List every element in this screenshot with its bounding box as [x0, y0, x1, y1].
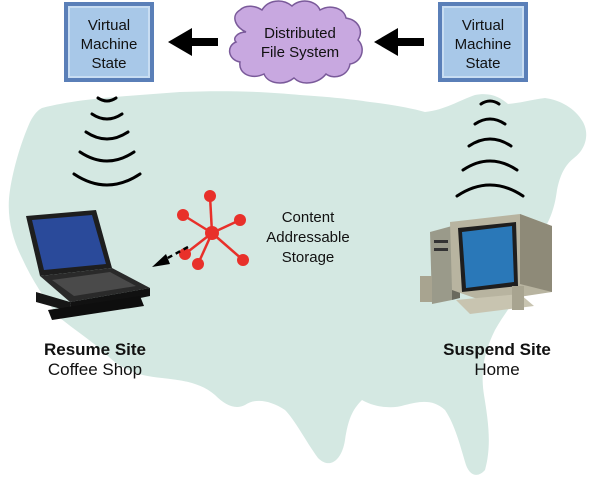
vm-state-left-label: Virtual Machine State — [68, 16, 150, 73]
cas-line3: Storage — [281, 249, 335, 266]
cas-node — [237, 254, 249, 266]
cas-node — [192, 258, 204, 270]
resume-site-name: Resume Site — [43, 340, 147, 359]
dfs-cloud — [228, 0, 363, 84]
dashed-arrow — [152, 245, 189, 267]
laptop-icon — [26, 210, 150, 320]
vm-right-line1: Virtual — [461, 17, 505, 34]
cas-label: Content Addressable Storage — [252, 208, 364, 268]
map-shape — [8, 91, 587, 475]
cas-node — [234, 214, 246, 226]
vm-right-line2: Machine — [454, 36, 512, 53]
cas-graph — [177, 190, 249, 270]
signal-waves-right — [455, 99, 525, 198]
vm-state-left-box: Virtual Machine State — [64, 2, 154, 82]
vm-left-line1: Virtual — [87, 17, 131, 34]
suspend-site-name: Suspend Site — [443, 340, 551, 359]
suspend-site-label: Suspend Site Home — [412, 340, 582, 380]
cas-line2: Addressable — [266, 229, 350, 246]
vm-left-line3: State — [91, 55, 127, 72]
cas-line1: Content — [281, 209, 335, 226]
cas-node-center — [205, 226, 219, 240]
vm-right-line3: State — [465, 55, 501, 72]
cas-node — [177, 209, 189, 221]
dfs-line2: File System — [260, 44, 340, 61]
vm-state-right-box: Virtual Machine State — [438, 2, 528, 82]
vm-left-line2: Machine — [80, 36, 138, 53]
suspend-site-location: Home — [474, 360, 520, 379]
signal-waves-left — [72, 96, 142, 187]
desktop-computer-icon — [420, 214, 552, 314]
resume-site-location: Coffee Shop — [47, 360, 143, 379]
resume-site-label: Resume Site Coffee Shop — [10, 340, 180, 380]
dfs-line1: Distributed — [264, 25, 336, 42]
arrow-right — [374, 28, 424, 56]
arrow-left — [168, 28, 218, 56]
cas-node — [204, 190, 216, 202]
vm-state-right-label: Virtual Machine State — [442, 16, 524, 73]
dfs-label: Distributed File System — [242, 24, 358, 62]
cas-node — [179, 248, 191, 260]
